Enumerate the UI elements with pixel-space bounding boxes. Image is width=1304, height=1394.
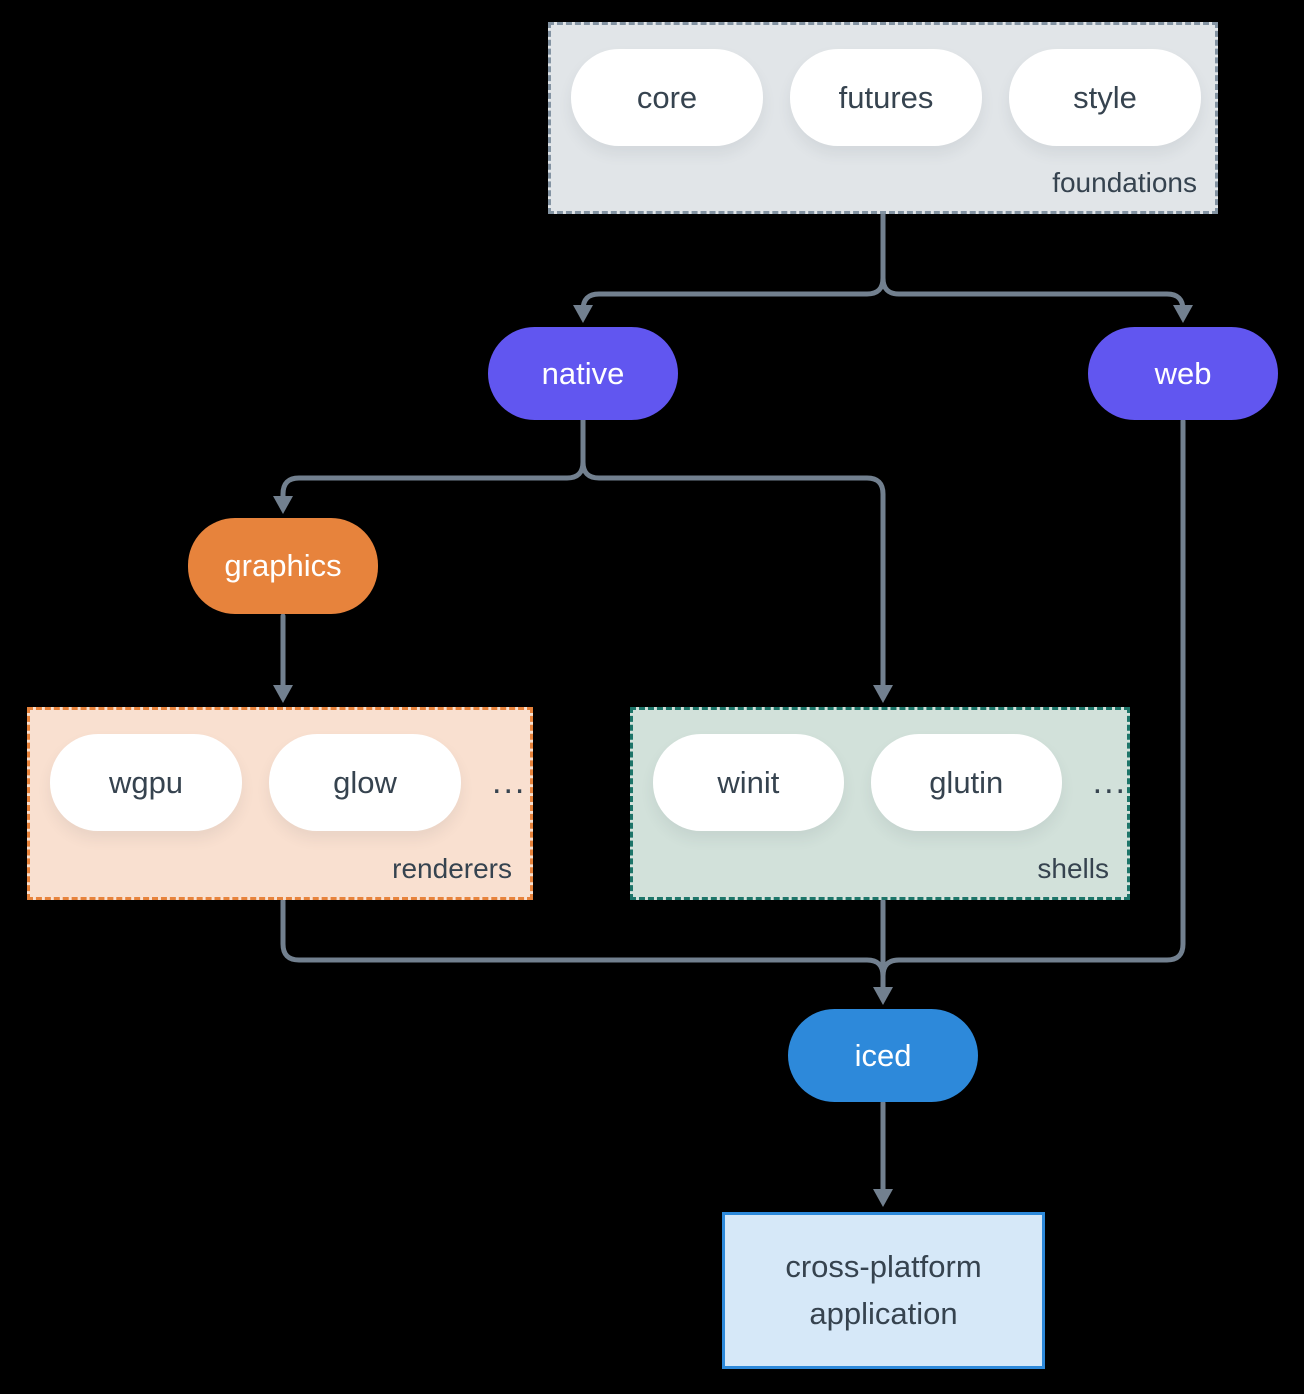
node-style: style xyxy=(1009,49,1201,146)
renderers-label: renderers xyxy=(392,853,512,884)
renderers-pill-row: wgpu glow ... xyxy=(30,710,530,831)
foundations-label: foundations xyxy=(1052,167,1197,198)
arrowhead-native xyxy=(573,305,593,323)
group-foundations: core futures style foundations xyxy=(548,22,1218,214)
group-renderers: wgpu glow ... renderers xyxy=(27,707,533,900)
edge-renderers-iced xyxy=(280,898,886,979)
node-winit: winit xyxy=(653,734,844,831)
arrowhead-graphics xyxy=(273,496,293,514)
node-glow: glow xyxy=(269,734,461,831)
arrowhead-iced xyxy=(873,987,893,1005)
arrowhead-shells xyxy=(873,685,893,703)
group-shells: winit glutin ... shells xyxy=(630,707,1130,900)
foundations-pill-row: core futures style xyxy=(551,25,1215,146)
arrowhead-renderers xyxy=(273,685,293,703)
node-graphics: graphics xyxy=(188,518,378,614)
edge-foundations-web xyxy=(880,211,1186,313)
node-wgpu: wgpu xyxy=(50,734,242,831)
arrowhead-web xyxy=(1173,305,1193,323)
node-cross-platform-application: cross-platform application xyxy=(722,1212,1045,1369)
node-web: web xyxy=(1088,327,1278,420)
node-native: native xyxy=(488,327,678,420)
edge-foundations-native xyxy=(580,211,886,313)
shells-ellipsis: ... xyxy=(1092,763,1127,801)
node-futures: futures xyxy=(790,49,982,146)
shells-pill-row: winit glutin ... xyxy=(633,710,1127,831)
node-glutin: glutin xyxy=(870,734,1062,831)
node-core: core xyxy=(571,49,763,146)
arrowhead-application xyxy=(873,1189,893,1207)
shells-label: shells xyxy=(1037,853,1109,884)
renderers-ellipsis: ... xyxy=(492,763,527,801)
node-iced: iced xyxy=(788,1009,978,1102)
edge-native-graphics xyxy=(280,417,586,502)
edge-native-shells xyxy=(580,417,886,690)
